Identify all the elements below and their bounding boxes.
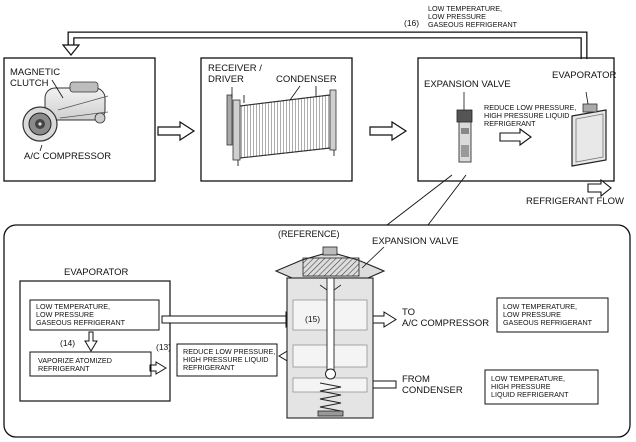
from-condenser-line-2: CONDENSER — [402, 385, 463, 396]
reduce-note-1: REDUCE LOW PRESSURE, — [484, 103, 577, 112]
to-compressor-line-2: A/C COMPRESSOR — [402, 318, 490, 329]
to-compressor-line-1: TO — [402, 307, 416, 318]
flow-arrow-1 — [157, 120, 196, 142]
vaporize-line-1: VAPORIZE ATOMIZED — [38, 356, 112, 365]
vaporize-line-2: REFRIGERANT — [38, 364, 90, 373]
step-13: (13) — [156, 342, 172, 352]
reduce-box — [176, 343, 278, 377]
detail-frame — [3, 224, 631, 438]
compressor-label: A/C COMPRESSOR — [24, 151, 112, 162]
low-temp-line-3: GASEOUS REFRIGERANT — [36, 318, 126, 327]
reduce-box-line-1: REDUCE LOW PRESSURE, — [183, 347, 276, 356]
evaporator-label: EVAPORATOR — [552, 70, 617, 81]
arrow-13 — [149, 361, 167, 375]
flow-arrow-2 — [369, 120, 408, 142]
compressor-box — [3, 57, 156, 182]
evaporator-image — [571, 91, 607, 167]
expansion-valve-image — [456, 92, 473, 163]
flow-arrow-icon — [587, 178, 612, 198]
low-temp-box — [29, 299, 160, 331]
return-label-line-1: LOW TEMPERATURE, — [428, 4, 503, 13]
legend-high-line-1: LOW TEMPERATURE, — [491, 374, 566, 383]
expansion-valve-label: EXPANSION VALVE — [424, 79, 511, 90]
valve-leader — [361, 246, 385, 269]
condenser-box — [200, 57, 353, 182]
condenser-label: CONDENSER — [276, 74, 337, 85]
return-label-line-2: LOW PRESSURE — [428, 12, 486, 21]
legend-high-line-2: HIGH PRESSURE — [491, 382, 551, 391]
return-flow-arrow — [61, 31, 588, 59]
refrigerant-flow-label: REFRIGERANT FLOW — [526, 196, 624, 207]
legend-low-line-3: GASEOUS REFRIGERANT — [503, 318, 593, 327]
return-step-number: (16) — [404, 18, 420, 28]
low-temp-line-2: LOW PRESSURE — [36, 310, 94, 319]
legend-low-line-2: LOW PRESSURE — [503, 310, 561, 319]
up-arrow-14 — [84, 331, 98, 352]
detail-evaporator-box — [19, 280, 171, 402]
callout-lines — [386, 174, 467, 226]
expansion-evaporator-box — [417, 57, 615, 182]
legend-low-line-1: LOW TEMPERATURE, — [503, 302, 578, 311]
detail-expansion-valve-label: EXPANSION VALVE — [372, 236, 459, 247]
low-temp-line-1: LOW TEMPERATURE, — [36, 302, 111, 311]
return-label-line-3: GASEOUS REFRIGERANT — [428, 20, 518, 29]
reduce-note-3: REFRIGERANT — [484, 119, 536, 128]
expansion-valve-section — [274, 246, 386, 419]
reduce-box-line-2: HIGH PRESSURE LIQUID — [183, 355, 269, 364]
from-condenser-line-1: FROM — [402, 374, 430, 385]
step-14: (14) — [60, 338, 76, 348]
legend-high-box — [484, 369, 599, 405]
condenser-image — [226, 85, 337, 166]
vaporize-box — [29, 351, 152, 377]
reduce-box-line-3: REFRIGERANT — [183, 363, 235, 372]
magnetic-label-1: MAGNETIC — [10, 67, 61, 78]
legend-low-box — [496, 297, 609, 333]
magnetic-label-2: CLUTCH — [10, 78, 49, 89]
flow-arrow-3 — [499, 127, 532, 147]
reduce-note-2: HIGH PRESSURE LIQUID — [484, 111, 570, 120]
receiver-label-2: DRIVER — [208, 74, 244, 85]
legend-high-line-3: LIQUID REFRIGERANT — [491, 390, 569, 399]
detail-evaporator-label: EVAPORATOR — [64, 267, 129, 278]
receiver-label-1: RECEIVER / — [208, 63, 262, 74]
reference-label: (REFERENCE) — [278, 229, 340, 239]
flow-to-15 — [161, 311, 299, 328]
step-15: (15) — [305, 314, 321, 324]
compressor-image — [22, 79, 109, 152]
